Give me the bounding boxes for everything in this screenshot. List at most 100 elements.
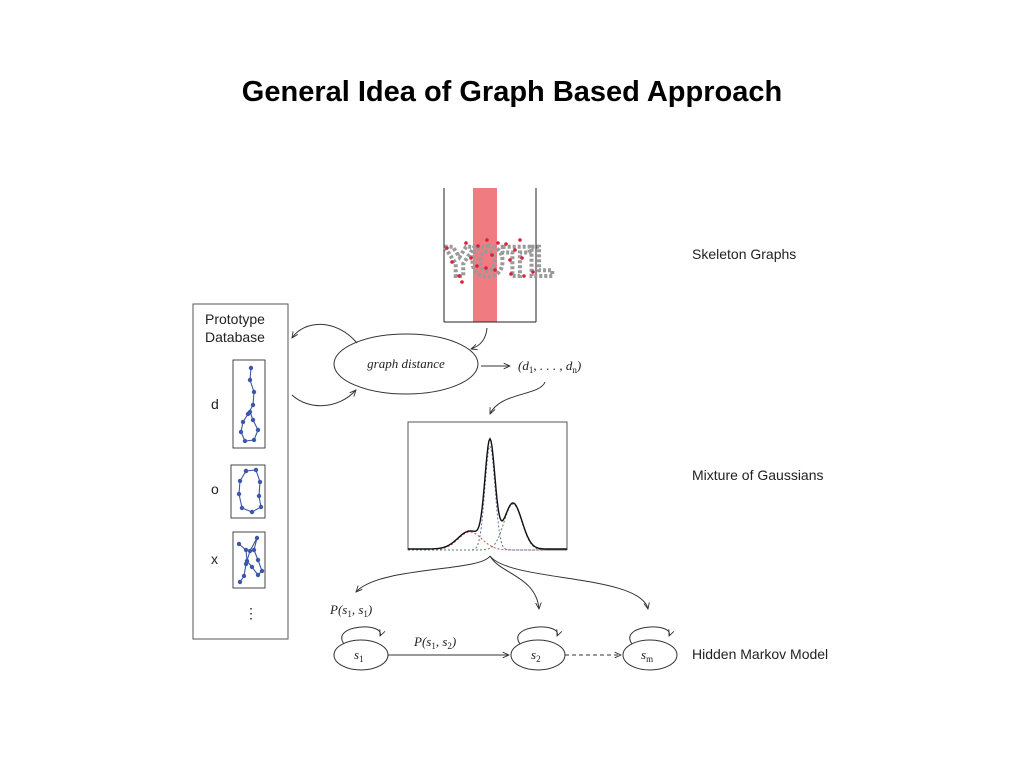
prototype-x-node [243, 561, 249, 567]
self-loop-s1 [341, 626, 381, 645]
prototype-graph-d [238, 365, 261, 444]
prototype-d-node [251, 437, 257, 443]
self-transition-label: P(s1, s1) [329, 602, 372, 619]
transition-label: P(s1, s2) [413, 634, 456, 651]
skeleton-node [496, 241, 500, 245]
skeleton-node [460, 280, 464, 284]
skeleton-node [490, 253, 494, 257]
prototype-d-node [242, 438, 248, 444]
state-sm-label: sm [641, 647, 653, 664]
skeleton-node [513, 248, 517, 252]
prototype-o-node [243, 468, 249, 474]
skeleton-node [450, 260, 454, 264]
state-s1-label: s1 [354, 647, 364, 664]
prototype-o-node [257, 479, 263, 485]
prototype-graph-o-frame [230, 464, 266, 519]
prototype-d-node [247, 409, 253, 415]
slide-title: General Idea of Graph Based Approach [241, 76, 783, 108]
arrow-vector-to-mixture [490, 381, 546, 414]
prototype-database-frame [192, 303, 289, 640]
prototype-x-node [255, 557, 261, 563]
gaussian-mixture-curve [408, 437, 567, 550]
arrow-from-database [291, 390, 356, 407]
skeleton-node [485, 238, 489, 242]
skeleton-node [457, 274, 461, 278]
prototype-o-node [239, 505, 245, 511]
state-sm [622, 639, 678, 671]
graph-distance-ellipse [333, 333, 479, 395]
prototype-o-node [253, 467, 259, 473]
prototype-graph-x [236, 535, 265, 585]
skeleton-node [464, 241, 468, 245]
prototype-x-node [249, 564, 255, 570]
prototype-x-node [243, 547, 249, 553]
prototype-o-edges [238, 469, 262, 513]
prototype-database: Prototype Database d o x ⋮ [192, 303, 289, 640]
prototype-d-node [255, 427, 261, 433]
self-loop-s2 [517, 626, 558, 645]
state-s2-label: s2 [531, 647, 541, 664]
arrow-to-database [292, 323, 358, 344]
skeleton-node [509, 272, 513, 276]
skeleton-node [475, 264, 479, 268]
skeleton-node [484, 266, 488, 270]
prototype-graph-d-frame [232, 359, 266, 449]
label-mixture-of-gaussians: Mixture of Gaussians [692, 467, 824, 483]
skeleton-node [476, 244, 480, 248]
label-hidden-markov-model: Hidden Markov Model [692, 646, 828, 662]
mixture-frame-bg [408, 422, 567, 550]
prototype-ellipsis: ⋮ [244, 605, 258, 621]
skeleton-node [518, 238, 522, 242]
prototype-d-node [251, 389, 257, 395]
self-loop-sm [629, 626, 670, 645]
arrow-mixture-to-s1 [356, 555, 491, 592]
arrow-skeleton-to-distance [471, 327, 488, 349]
hidden-markov-model: P(s1, s1) s1 s2 sm P(s1, s2) [329, 602, 678, 671]
prototype-d-node [247, 377, 253, 383]
skeleton-node [493, 268, 497, 272]
arrow-mixture-to-s2 [489, 555, 539, 609]
skeleton-node [508, 258, 512, 262]
prototype-x-node [255, 572, 261, 578]
prototype-x-node [251, 547, 257, 553]
prototype-o-node [249, 509, 255, 515]
distance-vector: (d1, . . . , dn) [518, 358, 581, 375]
prototype-d-node [250, 402, 256, 408]
prototype-o-node [236, 491, 242, 497]
prototype-letter-d: d [211, 396, 219, 412]
prototype-letter-x: x [211, 551, 218, 567]
prototype-d-node [240, 419, 246, 425]
mixture-frame [407, 421, 568, 550]
mixture-of-gaussians-plot [407, 421, 568, 551]
prototype-x-node [247, 548, 253, 554]
gaussian-component-red [408, 531, 567, 551]
prototype-x-node [254, 535, 260, 541]
skeleton-node [445, 246, 449, 250]
prototype-x-node [259, 568, 265, 574]
arrow-mixture-to-sm [489, 555, 648, 609]
prototype-database-title-2: Database [205, 329, 265, 345]
skeleton-node [469, 256, 473, 260]
prototype-d-node [250, 417, 256, 423]
prototype-o-node [258, 504, 264, 510]
skeleton-node [522, 274, 526, 278]
gaussian-component-green [408, 503, 567, 551]
prototype-x-node [237, 579, 243, 585]
prototype-database-title-1: Prototype [205, 311, 265, 327]
skeleton-word: YOTL [444, 240, 553, 286]
prototype-d-node [238, 429, 244, 435]
prototype-d-node [248, 365, 254, 371]
prototype-o-node [256, 493, 262, 499]
prototype-graph-o [236, 467, 264, 515]
skeleton-node [504, 242, 508, 246]
skeleton-node [520, 256, 524, 260]
graph-distance-node: graph distance [333, 333, 479, 395]
prototype-x-node [236, 541, 242, 547]
label-skeleton-graphs: Skeleton Graphs [692, 246, 796, 262]
prototype-letter-o: o [211, 481, 219, 497]
prototype-o-node [237, 478, 243, 484]
skeleton-nodes [445, 238, 535, 284]
skeleton-graph-image: YOTL [442, 188, 557, 323]
prototype-x-node [241, 573, 247, 579]
